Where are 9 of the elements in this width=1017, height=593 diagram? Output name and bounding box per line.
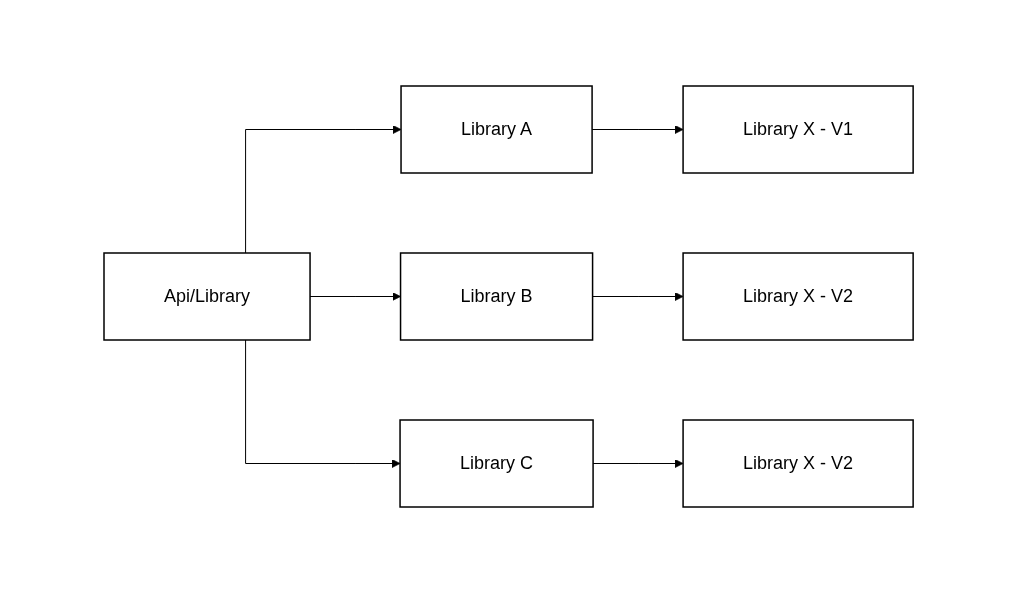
node-box: Library C xyxy=(399,419,594,508)
node-box: Library X - V1 xyxy=(682,85,914,174)
node-box: Library B xyxy=(399,252,594,341)
arrow xyxy=(309,292,401,301)
node-box: Library X - V2 xyxy=(682,419,914,508)
node-box: Library X - V2 xyxy=(682,252,914,341)
node-box: Api/Library xyxy=(103,252,311,341)
arrow xyxy=(592,292,684,301)
node-box: Library A xyxy=(400,85,593,174)
